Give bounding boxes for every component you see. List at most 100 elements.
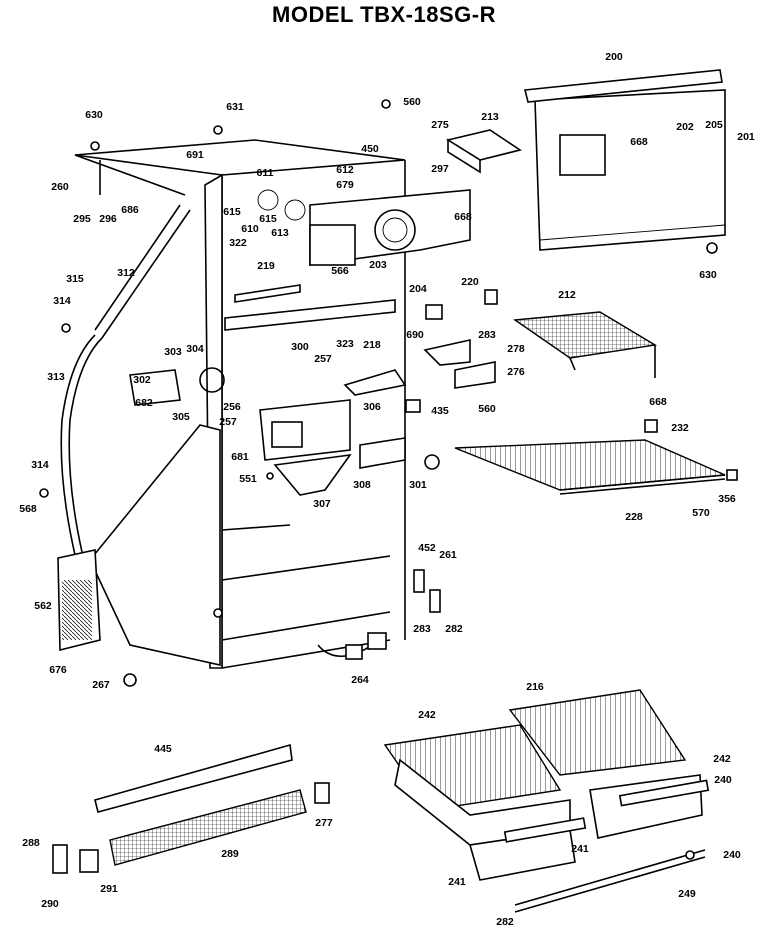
callout-label: 681 <box>231 451 249 463</box>
callout-label: 264 <box>351 674 369 686</box>
callout-label: 613 <box>271 227 289 239</box>
callout-label: 611 <box>257 167 274 179</box>
callout-label: 323 <box>336 338 354 350</box>
callout-label: 303 <box>164 346 182 358</box>
callout-label: 241 <box>571 843 589 855</box>
callout-label: 203 <box>369 259 387 271</box>
callout-label: 240 <box>714 774 732 786</box>
callout-label: 277 <box>315 817 333 829</box>
callout-label: 610 <box>241 223 259 235</box>
callout-label: 216 <box>526 681 544 693</box>
callout-label: 290 <box>41 898 59 910</box>
ice-tray <box>445 129 522 174</box>
callout-label: 258 <box>0 0 9 3</box>
callout-label: 297 <box>431 163 449 175</box>
callout-label: 278 <box>507 343 525 355</box>
callout-label: 307 <box>313 498 331 510</box>
callout-label: 301 <box>409 479 427 491</box>
callout-label: 690 <box>406 329 424 341</box>
callout-label: 256 <box>223 401 241 413</box>
power-cord <box>317 632 387 660</box>
wire-shelf-lower <box>454 439 726 495</box>
callout-label: 450 <box>361 143 379 155</box>
callout-label: 267 <box>92 679 110 691</box>
small-brackets <box>405 289 738 613</box>
callout-label: 282 <box>496 916 514 928</box>
callout-label: 314 <box>53 295 71 307</box>
callout-label: 232 <box>671 422 689 434</box>
callout-label: 356 <box>718 493 736 505</box>
callout-label: 296 <box>99 213 117 225</box>
callout-label: 570 <box>692 507 710 519</box>
callout-label: 312 <box>117 267 135 279</box>
callout-label: 242 <box>713 753 731 765</box>
callout-label: 202 <box>676 121 694 133</box>
callout-label: 668 <box>630 136 648 148</box>
callout-label: 560 <box>403 96 421 108</box>
callout-label: 630 <box>85 109 103 121</box>
callout-label: 631 <box>226 101 244 113</box>
callout-label: 668 <box>454 211 472 223</box>
diagram-title: MODEL TBX-18SG-R <box>272 2 496 27</box>
callout-label: 300 <box>291 341 309 353</box>
callout-label: 283 <box>413 623 431 635</box>
callout-label: 213 <box>481 111 499 123</box>
callout-label: 308 <box>353 479 371 491</box>
callout-label: 283 <box>478 329 496 341</box>
bottom-trim <box>52 673 330 874</box>
callout-label: 200 <box>605 51 623 63</box>
callout-label: 615 <box>259 213 277 225</box>
callout-label: 322 <box>229 237 247 249</box>
callout-label: 295 <box>73 213 91 225</box>
callout-label: 261 <box>439 549 457 561</box>
callout-label: 218 <box>363 339 381 351</box>
callout-label: 568 <box>19 503 37 515</box>
callout-label: 551 <box>239 473 257 485</box>
callout-label: 275 <box>431 119 449 131</box>
callout-label: 257 <box>314 353 332 365</box>
callout-label: 630 <box>699 269 717 281</box>
callout-label: 686 <box>121 204 139 216</box>
callout-label: 679 <box>336 179 354 191</box>
cabinet-liner <box>57 139 406 669</box>
freezer-door-panel <box>523 69 726 251</box>
callout-label: 289 <box>221 848 239 860</box>
callout-label: 668 <box>649 396 667 408</box>
callout-label: 257 <box>219 416 237 428</box>
divider-strips <box>224 284 396 331</box>
fan-housing <box>257 189 471 266</box>
wire-shelf-upper <box>513 311 658 378</box>
callout-label: 219 <box>257 260 275 272</box>
callout-label: 306 <box>363 401 381 413</box>
callout-label: 241 <box>448 876 466 888</box>
callout-label: 313 <box>47 371 65 383</box>
callout-label: 305 <box>172 411 190 423</box>
callout-label: 435 <box>431 405 449 417</box>
callout-label: 302 <box>133 374 151 386</box>
callout-label: 212 <box>558 289 576 301</box>
callout-label: 304 <box>186 343 204 355</box>
fasteners <box>39 99 718 860</box>
callout-label: 682 <box>135 397 153 409</box>
callout-label: 228 <box>625 511 643 523</box>
callout-label: 615 <box>223 206 241 218</box>
callout-label: 562 <box>34 600 52 612</box>
callout-label: 291 <box>100 883 118 895</box>
callout-label: 242 <box>418 709 436 721</box>
control-cluster <box>129 367 440 496</box>
callout-label: 314 <box>31 459 49 471</box>
callout-label: 240 <box>723 849 741 861</box>
callout-label: 201 <box>737 131 755 143</box>
callout-label: 205 <box>705 119 723 131</box>
callout-label: 560 <box>478 403 496 415</box>
callout-label: 612 <box>336 164 354 176</box>
callout-label: 260 <box>51 181 69 193</box>
callout-label: 315 <box>66 273 84 285</box>
callout-label: 691 <box>186 149 204 161</box>
callout-label: 276 <box>507 366 525 378</box>
crisper-pans <box>383 689 710 913</box>
drain-tube <box>60 204 191 556</box>
